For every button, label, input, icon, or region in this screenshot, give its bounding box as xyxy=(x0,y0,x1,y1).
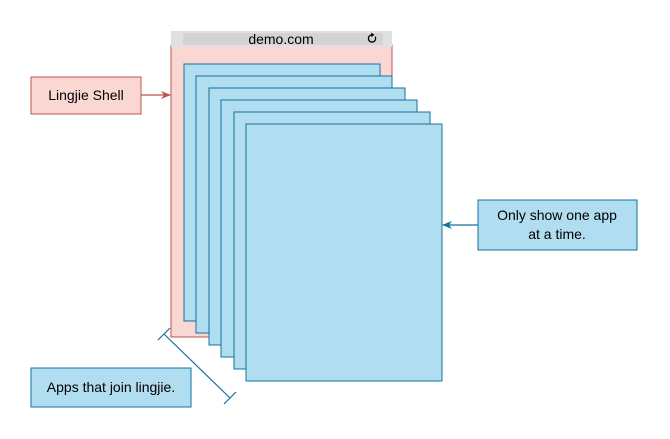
apps-label: Apps that join lingjie. xyxy=(47,379,175,395)
one-app-label-line1: Only show one app xyxy=(497,207,617,223)
app-panel-stack xyxy=(183,63,443,382)
app-panel-active xyxy=(245,123,443,382)
apps-callout xyxy=(30,367,192,408)
browser-url-field[interactable] xyxy=(183,33,383,45)
one-app-callout xyxy=(477,199,638,251)
one-app-label-line2: at a time. xyxy=(528,226,586,242)
apps-dimension-bracket xyxy=(157,327,237,405)
browser-url: demo.com xyxy=(248,31,313,47)
lingjie-shell-label: Lingjie Shell xyxy=(48,87,124,103)
reload-icon[interactable] xyxy=(367,32,377,43)
